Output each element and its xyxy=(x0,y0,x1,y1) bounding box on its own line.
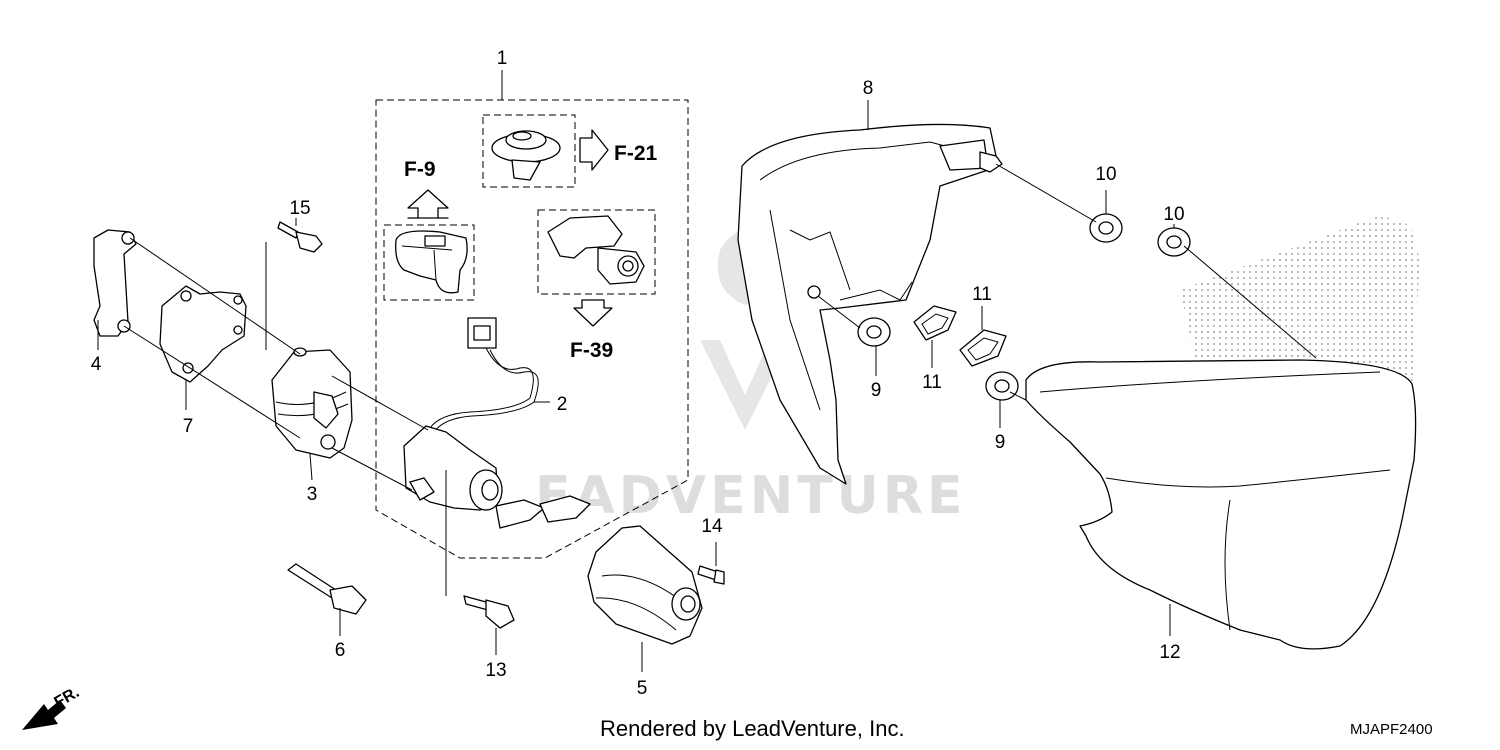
callout-12[interactable]: 12 xyxy=(1159,642,1180,663)
callout-10b[interactable]: 10 xyxy=(1163,204,1184,225)
callout-9a[interactable]: 9 xyxy=(871,380,882,401)
latch-part xyxy=(547,215,645,285)
ref-f39[interactable]: F-39 xyxy=(570,339,613,362)
leader-lines xyxy=(97,100,1317,672)
callout-7[interactable]: 7 xyxy=(183,416,194,437)
bolt-13-part xyxy=(463,595,515,629)
side-cover-right-part xyxy=(1025,359,1417,650)
front-direction-marker: FR. xyxy=(22,684,82,730)
key-blank-part xyxy=(287,563,367,615)
subbox-f21 xyxy=(482,114,576,188)
arrow-right-icon xyxy=(579,129,609,171)
callout-1[interactable]: 1 xyxy=(497,48,508,69)
side-cover-left-part xyxy=(737,123,1003,485)
grommet-11b-part xyxy=(959,329,1007,367)
callout-2[interactable]: 2 xyxy=(557,394,568,415)
arrow-down-icon xyxy=(573,299,613,327)
switch-cover-part xyxy=(587,525,703,645)
callout-11a[interactable]: 11 xyxy=(922,372,942,393)
render-credit: Rendered by LeadVenture, Inc. xyxy=(600,716,905,741)
subbox-f39 xyxy=(537,209,656,295)
ref-f9[interactable]: F-9 xyxy=(404,158,436,181)
mounting-plate-part xyxy=(159,285,247,383)
callout-3[interactable]: 3 xyxy=(307,484,318,505)
subbox-f9 xyxy=(383,224,475,301)
bolt-15-part xyxy=(277,221,323,253)
grommet-10b-part xyxy=(1157,227,1191,257)
callout-13[interactable]: 13 xyxy=(485,660,506,681)
callout-15[interactable]: 15 xyxy=(289,198,310,219)
callout-4[interactable]: 4 xyxy=(91,354,102,375)
callout-11b[interactable]: 11 xyxy=(972,284,992,305)
lock-bracket-part xyxy=(271,347,353,459)
grommet-11a-part xyxy=(913,305,957,341)
ref-f21[interactable]: F-21 xyxy=(614,142,658,165)
arrow-up-icon xyxy=(407,189,449,219)
stay-bracket-part xyxy=(93,229,137,337)
screw-14-part xyxy=(697,565,725,585)
diagram-code: MJAPF2400 xyxy=(1350,721,1433,738)
grommet-9a-part xyxy=(857,317,891,347)
callout-14[interactable]: 14 xyxy=(701,516,723,537)
assembly-box-1 xyxy=(375,99,689,559)
callout-10a[interactable]: 10 xyxy=(1095,164,1116,185)
callout-6[interactable]: 6 xyxy=(335,640,346,661)
seat-lock-switch-part xyxy=(403,317,591,529)
switch-connector-part xyxy=(395,230,468,294)
callout-9b[interactable]: 9 xyxy=(995,432,1006,453)
grommet-9b-part xyxy=(985,371,1019,401)
grommet-clip-part xyxy=(491,130,561,181)
callouts: 1 2 3 4 5 6 7 8 9 9 10 10 11 11 12 13 14… xyxy=(91,48,1185,699)
watermark-text: EADVENTURE xyxy=(535,466,966,526)
callout-5[interactable]: 5 xyxy=(637,678,648,699)
grommet-10a-part xyxy=(1089,213,1123,243)
callout-8[interactable]: 8 xyxy=(863,78,874,99)
